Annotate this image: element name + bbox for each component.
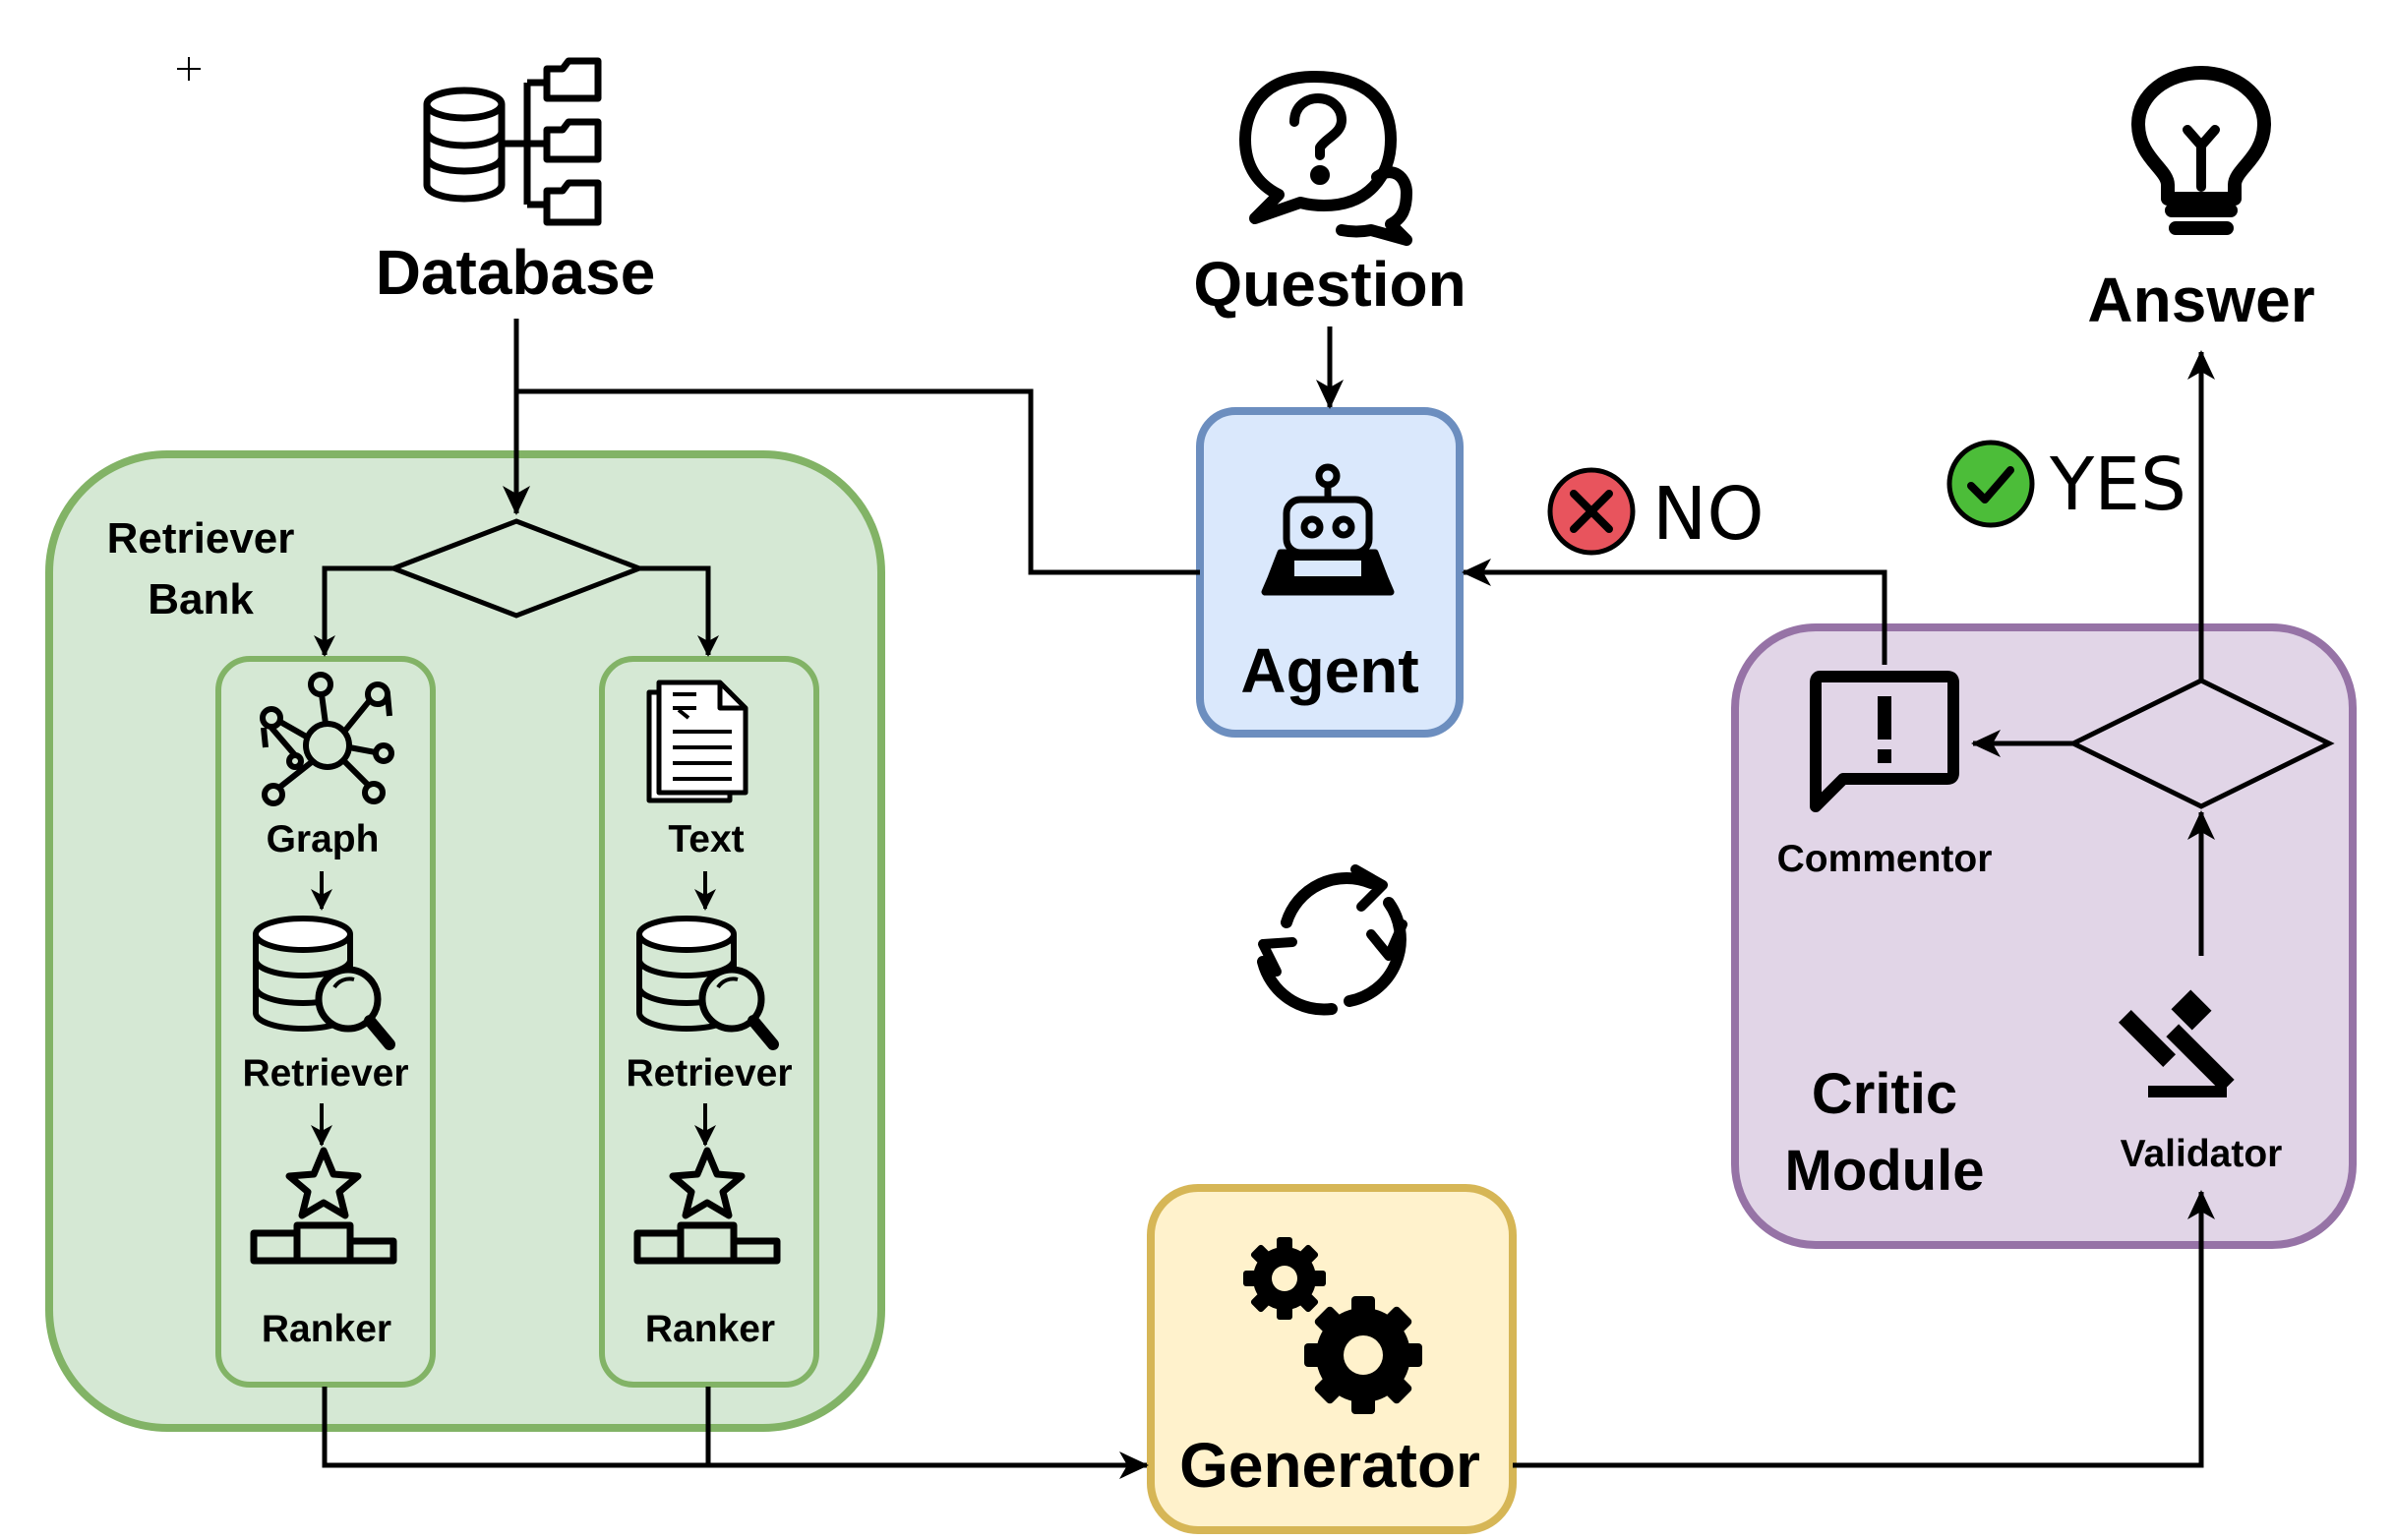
ranker-left-label: Ranker: [262, 1308, 391, 1350]
validator-label: Validator: [2121, 1133, 2283, 1175]
critic-module-title-line2: Module: [1785, 1139, 1985, 1203]
edge-router-to-graph: [314, 565, 393, 657]
graph-label: Graph: [267, 818, 380, 860]
retriever-bank-title-line2: Bank: [148, 575, 254, 623]
router-decision-diamond: [387, 518, 646, 619]
critic-module-title-line1: Critic: [1812, 1062, 1957, 1126]
edge-database-to-agent: [516, 388, 1200, 575]
generator-label: Generator: [1179, 1430, 1480, 1501]
alert-bubble-icon: [1810, 671, 1959, 812]
cursor-crosshair-icon: [177, 57, 201, 81]
retriever-bank-title-line1: Retriever: [107, 514, 295, 563]
database-search-icon: [636, 916, 779, 1050]
yes-badge-icon: [1946, 440, 2035, 528]
yes-label: YES: [2049, 443, 2186, 527]
podium-star-icon: [633, 1147, 781, 1265]
ranker-right-label: Ranker: [645, 1308, 775, 1350]
question-bubble-icon: [1239, 71, 1412, 246]
document-icon: [646, 680, 748, 803]
retriever-left-label: Retriever: [242, 1052, 408, 1095]
refresh-cycle-icon: [1257, 864, 1407, 1016]
no-badge-icon: [1547, 467, 1636, 556]
database-search-icon: [253, 916, 395, 1050]
retriever-right-label: Retriever: [626, 1052, 792, 1095]
no-label: NO: [1652, 472, 1765, 557]
network-graph-icon: [260, 672, 394, 806]
commentor-label: Commentor: [1777, 838, 1993, 880]
gavel-icon: [2119, 989, 2235, 1097]
question-label: Question: [1193, 249, 1466, 320]
edge-rankers-to-generator: [322, 1387, 1149, 1479]
database-label: Database: [376, 237, 656, 308]
text-label: Text: [668, 818, 744, 860]
edge-generator-to-validator: [1513, 1190, 2215, 1468]
edge-commentor-to-agent: [1462, 559, 1887, 665]
gears-icon: [1243, 1237, 1422, 1414]
agent-label: Agent: [1240, 635, 1418, 706]
robot-icon: [1261, 463, 1395, 596]
critic-decision-diamond: [2067, 678, 2335, 809]
lightbulb-icon: [2131, 66, 2271, 235]
podium-star-icon: [250, 1147, 397, 1265]
database-folders-icon: [423, 57, 602, 226]
answer-label: Answer: [2087, 265, 2314, 335]
edge-router-to-text: [639, 565, 719, 657]
